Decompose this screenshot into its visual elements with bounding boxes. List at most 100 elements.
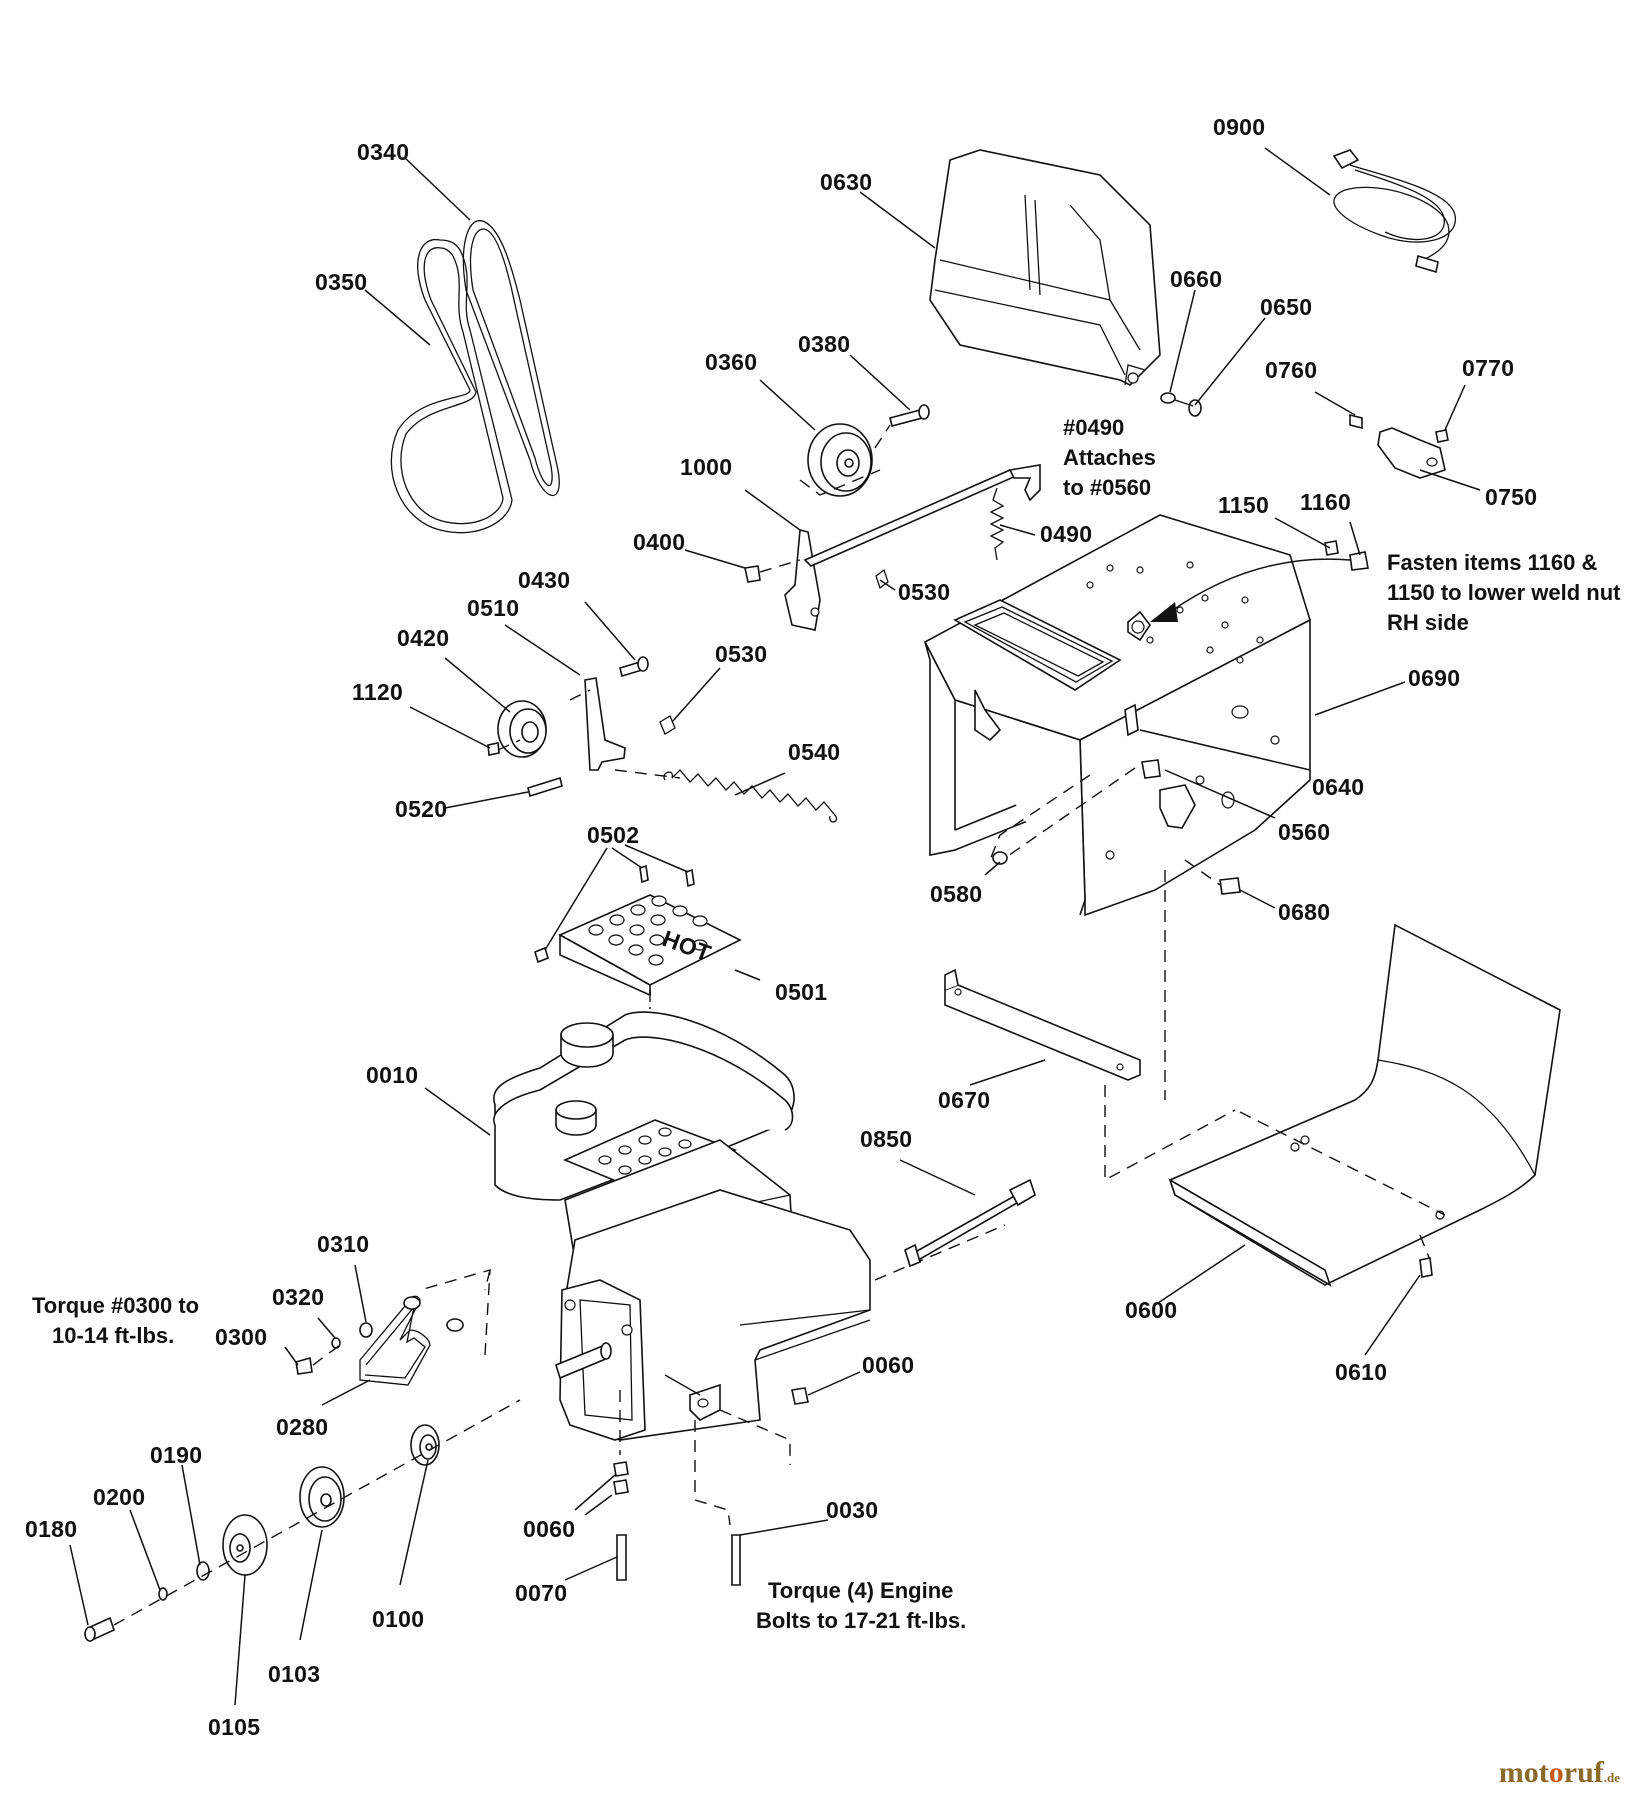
bracket-0750 <box>1377 427 1446 479</box>
label-0580: 0580 <box>930 881 982 907</box>
nut-0400 <box>744 565 761 583</box>
belt-0340 <box>462 219 560 497</box>
pulley-0103 <box>299 1466 345 1528</box>
screw-0502b <box>685 868 695 888</box>
belt-0350 <box>390 238 513 534</box>
label-0850: 0850 <box>860 1126 912 1152</box>
arrow-to-weld-nut <box>1150 558 1351 622</box>
label-0630: 0630 <box>820 169 872 195</box>
label-0530a: 0530 <box>898 579 950 605</box>
note-torque-0300: Torque #0300 to 10-14 ft-lbs. <box>32 1293 199 1348</box>
label-0030: 0030 <box>826 1497 878 1523</box>
bracket-0640 <box>1124 703 1139 737</box>
bolt-0180 <box>84 1616 115 1642</box>
note-fasten: Fasten items 1160 & 1150 to lower weld n… <box>1387 550 1621 635</box>
label-0502: 0502 <box>587 822 639 848</box>
frame-holes <box>1086 561 1280 860</box>
label-0640: 0640 <box>1312 774 1364 800</box>
label-0060a: 0060 <box>862 1352 914 1378</box>
spring-0490 <box>989 487 1005 561</box>
label-1120: 1120 <box>352 679 403 705</box>
label-0501: 0501 <box>775 979 827 1005</box>
label-0690: 0690 <box>1408 665 1460 691</box>
note-engine-line2: Bolts to 17-21 ft-lbs. <box>756 1608 966 1633</box>
label-0600: 0600 <box>1125 1297 1177 1323</box>
bolt-0030 <box>731 1534 741 1586</box>
label-0310: 0310 <box>317 1231 369 1257</box>
washer-0660 <box>1160 392 1176 404</box>
note-attach-line1: #0490 <box>1063 415 1124 440</box>
label-0400: 0400 <box>633 529 685 555</box>
label-0100: 0100 <box>372 1606 424 1632</box>
note-torque0300-line1: Torque #0300 to <box>32 1293 199 1318</box>
bolt-0850 <box>904 1178 1036 1268</box>
watermark-brand-post: ruf <box>1563 1756 1604 1789</box>
bolt-0070 <box>616 1534 627 1581</box>
label-0610: 0610 <box>1335 1359 1387 1385</box>
label-0770: 0770 <box>1462 355 1514 381</box>
watermark-logo: motoruf.de <box>1499 1756 1620 1790</box>
label-0650: 0650 <box>1260 294 1312 320</box>
note-attach-line3: to #0560 <box>1063 475 1151 500</box>
part-labels: 0340 0350 0630 0900 0660 0650 0380 0360 … <box>25 114 1537 1740</box>
label-1000: 1000 <box>680 454 732 480</box>
screw-0502a <box>639 864 649 884</box>
handle-0280 <box>359 1295 464 1386</box>
pulley-0360 <box>807 423 873 497</box>
label-0520: 0520 <box>395 796 447 822</box>
label-0430: 0430 <box>518 567 570 593</box>
label-0103: 0103 <box>268 1661 320 1687</box>
label-0380: 0380 <box>798 331 850 357</box>
label-1160: 1160 <box>1300 489 1351 515</box>
label-0360: 0360 <box>705 349 757 375</box>
note-fasten-line3: RH side <box>1387 610 1469 635</box>
label-0340: 0340 <box>357 139 409 165</box>
watermark-brand-pre: mot <box>1498 1756 1549 1789</box>
bolt-0680 <box>1219 877 1241 895</box>
label-0350: 0350 <box>315 269 367 295</box>
note-torque0300-line2: 10-14 ft-lbs. <box>52 1323 174 1348</box>
washer-0200 <box>158 1587 168 1601</box>
spring-0540 <box>663 769 838 823</box>
belt-cover-0630 <box>929 149 1161 386</box>
label-0105: 0105 <box>208 1714 260 1740</box>
label-0070: 0070 <box>515 1580 567 1606</box>
note-0490-attaches: #0490 Attaches to #0560 <box>1063 415 1156 500</box>
bolt-0760 <box>1349 413 1363 430</box>
linkage-rod-1000 <box>784 464 1041 631</box>
watermark-tld: .de <box>1603 1770 1620 1785</box>
watermark-brand-o: o <box>1548 1756 1564 1789</box>
note-fasten-line1: Fasten items 1160 & <box>1387 550 1597 575</box>
label-0680: 0680 <box>1278 899 1330 925</box>
nut-1150 <box>1324 540 1339 556</box>
label-0200: 0200 <box>93 1484 145 1510</box>
bracket-0670 <box>944 968 1141 1081</box>
clip-0530b <box>659 715 676 735</box>
bolt-0560 <box>1141 759 1161 779</box>
pulley-0105 <box>222 1514 268 1576</box>
label-0060b: 0060 <box>523 1516 575 1542</box>
nut-0060a <box>791 1387 809 1405</box>
heat-shield-holes <box>588 895 708 966</box>
label-0660: 0660 <box>1170 266 1222 292</box>
screw-0502c <box>534 946 549 964</box>
label-0510: 0510 <box>467 595 519 621</box>
heat-shield-0501: HOT <box>558 894 742 997</box>
washer-0310 <box>359 1322 373 1338</box>
nut-0770 <box>1435 429 1449 443</box>
label-0490: 0490 <box>1040 521 1092 547</box>
bolt-0430 <box>619 656 649 678</box>
label-0760: 0760 <box>1265 357 1317 383</box>
note-engine-line1: Torque (4) Engine <box>768 1578 953 1603</box>
label-0530b: 0530 <box>715 641 767 667</box>
label-0010: 0010 <box>366 1062 418 1088</box>
shield-0600 <box>1168 923 1561 1287</box>
nut-1120 <box>487 742 500 756</box>
bolt-1160 <box>1349 551 1369 571</box>
note-torque-engine: Torque (4) Engine Bolts to 17-21 ft-lbs. <box>756 1578 966 1633</box>
label-0300: 0300 <box>215 1324 267 1350</box>
extension-cord-0900 <box>1332 149 1456 274</box>
label-0420: 0420 <box>397 625 449 651</box>
pulley-0100 <box>410 1424 440 1466</box>
